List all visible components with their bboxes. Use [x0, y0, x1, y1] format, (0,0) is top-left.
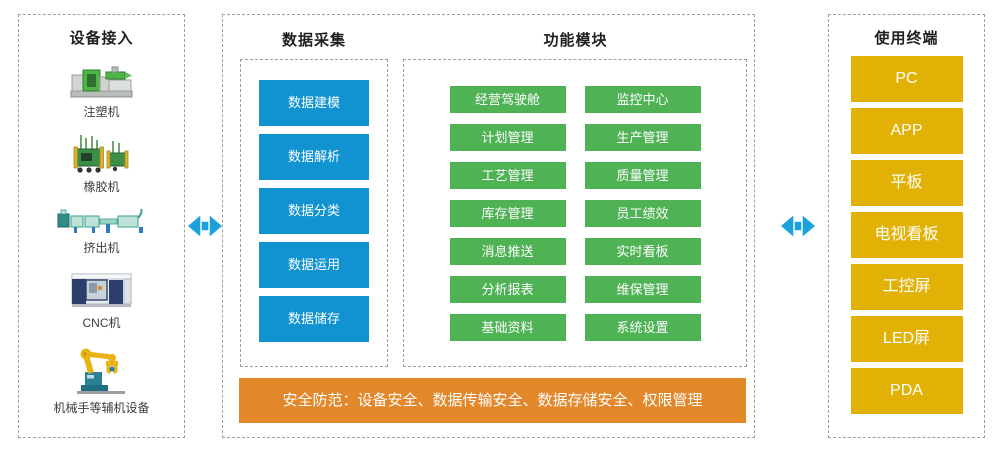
panel-function-modules-title: 功能模块	[543, 32, 608, 49]
function-module: 库存管理	[449, 200, 566, 227]
terminal-item: APP	[850, 108, 963, 154]
cnc-machine-icon	[69, 269, 135, 311]
device-label: 机械手等辅机设备	[53, 401, 150, 415]
data-collection-item: 数据建模	[259, 80, 369, 126]
injection-molding-machine-icon	[70, 64, 134, 100]
terminal-list: PC APP 平板 电视看板 工控屏 LED屏 PDA	[829, 56, 984, 414]
device-label: 注塑机	[83, 105, 120, 119]
terminal-item: 平板	[850, 160, 963, 206]
device-item-rubber-machine: 橡胶机	[71, 133, 133, 195]
function-module: 维保管理	[584, 276, 701, 303]
panel-data-collection-title: 数据采集	[281, 32, 346, 49]
function-module: 计划管理	[449, 124, 566, 151]
terminal-item: LED屏	[850, 316, 963, 362]
terminal-item: PC	[850, 56, 963, 102]
left-middle-double-arrow-icon	[188, 213, 222, 239]
data-collection-item: 数据运用	[259, 242, 369, 288]
security-bar: 安全防范：设备安全、数据传输安全、数据存储安全、权限管理	[239, 378, 746, 423]
panel-device-access: 设备接入 注塑机	[18, 14, 185, 438]
data-collection-box: 数据建模 数据解析 数据分类 数据运用 数据储存	[240, 59, 388, 367]
terminal-item: 工控屏	[850, 264, 963, 310]
device-label: 挤出机	[83, 241, 120, 255]
device-item-cnc: CNC机	[69, 269, 135, 331]
function-module: 监控中心	[584, 86, 701, 113]
function-modules-grid: 经营驾驶舱 监控中心 计划管理 生产管理 工艺管理 质量管理 库存管理 员工绩效…	[404, 60, 746, 341]
device-label: 橡胶机	[83, 180, 120, 194]
device-item-robot-arm: 机械手等辅机设备	[53, 342, 150, 416]
data-collection-item: 数据储存	[259, 296, 369, 342]
function-module: 员工绩效	[584, 200, 701, 227]
panel-platform: 数据采集 功能模块 数据建模 数据解析 数据分类 数据运用 数据储存 经营驾驶舱…	[222, 14, 755, 438]
robot-arm-icon	[72, 342, 130, 396]
function-module: 质量管理	[584, 162, 701, 189]
middle-right-double-arrow-icon	[781, 213, 815, 239]
device-item-extruder: 挤出机	[56, 208, 148, 256]
function-module: 经营驾驶舱	[449, 86, 566, 113]
device-list: 注塑机	[19, 48, 184, 416]
function-module: 实时看板	[584, 238, 701, 265]
function-module: 工艺管理	[449, 162, 566, 189]
panel-device-access-title: 设备接入	[69, 30, 134, 47]
data-collection-item: 数据解析	[259, 134, 369, 180]
device-item-injection-molding: 注塑机	[70, 64, 134, 120]
function-modules-box: 经营驾驶舱 监控中心 计划管理 生产管理 工艺管理 质量管理 库存管理 员工绩效…	[403, 59, 747, 367]
function-module: 生产管理	[584, 124, 701, 151]
extruder-machine-icon	[56, 208, 148, 236]
function-module: 基础资料	[449, 314, 566, 341]
rubber-machine-icon	[71, 133, 133, 175]
function-module: 消息推送	[449, 238, 566, 265]
panel-terminals: 使用终端 PC APP 平板 电视看板 工控屏 LED屏 PDA	[828, 14, 985, 438]
terminal-item: PDA	[850, 368, 963, 414]
device-label: CNC机	[82, 316, 121, 330]
panel-terminals-title: 使用终端	[874, 30, 939, 47]
terminal-item: 电视看板	[850, 212, 963, 258]
function-module: 分析报表	[449, 276, 566, 303]
function-module: 系统设置	[584, 314, 701, 341]
data-collection-item: 数据分类	[259, 188, 369, 234]
